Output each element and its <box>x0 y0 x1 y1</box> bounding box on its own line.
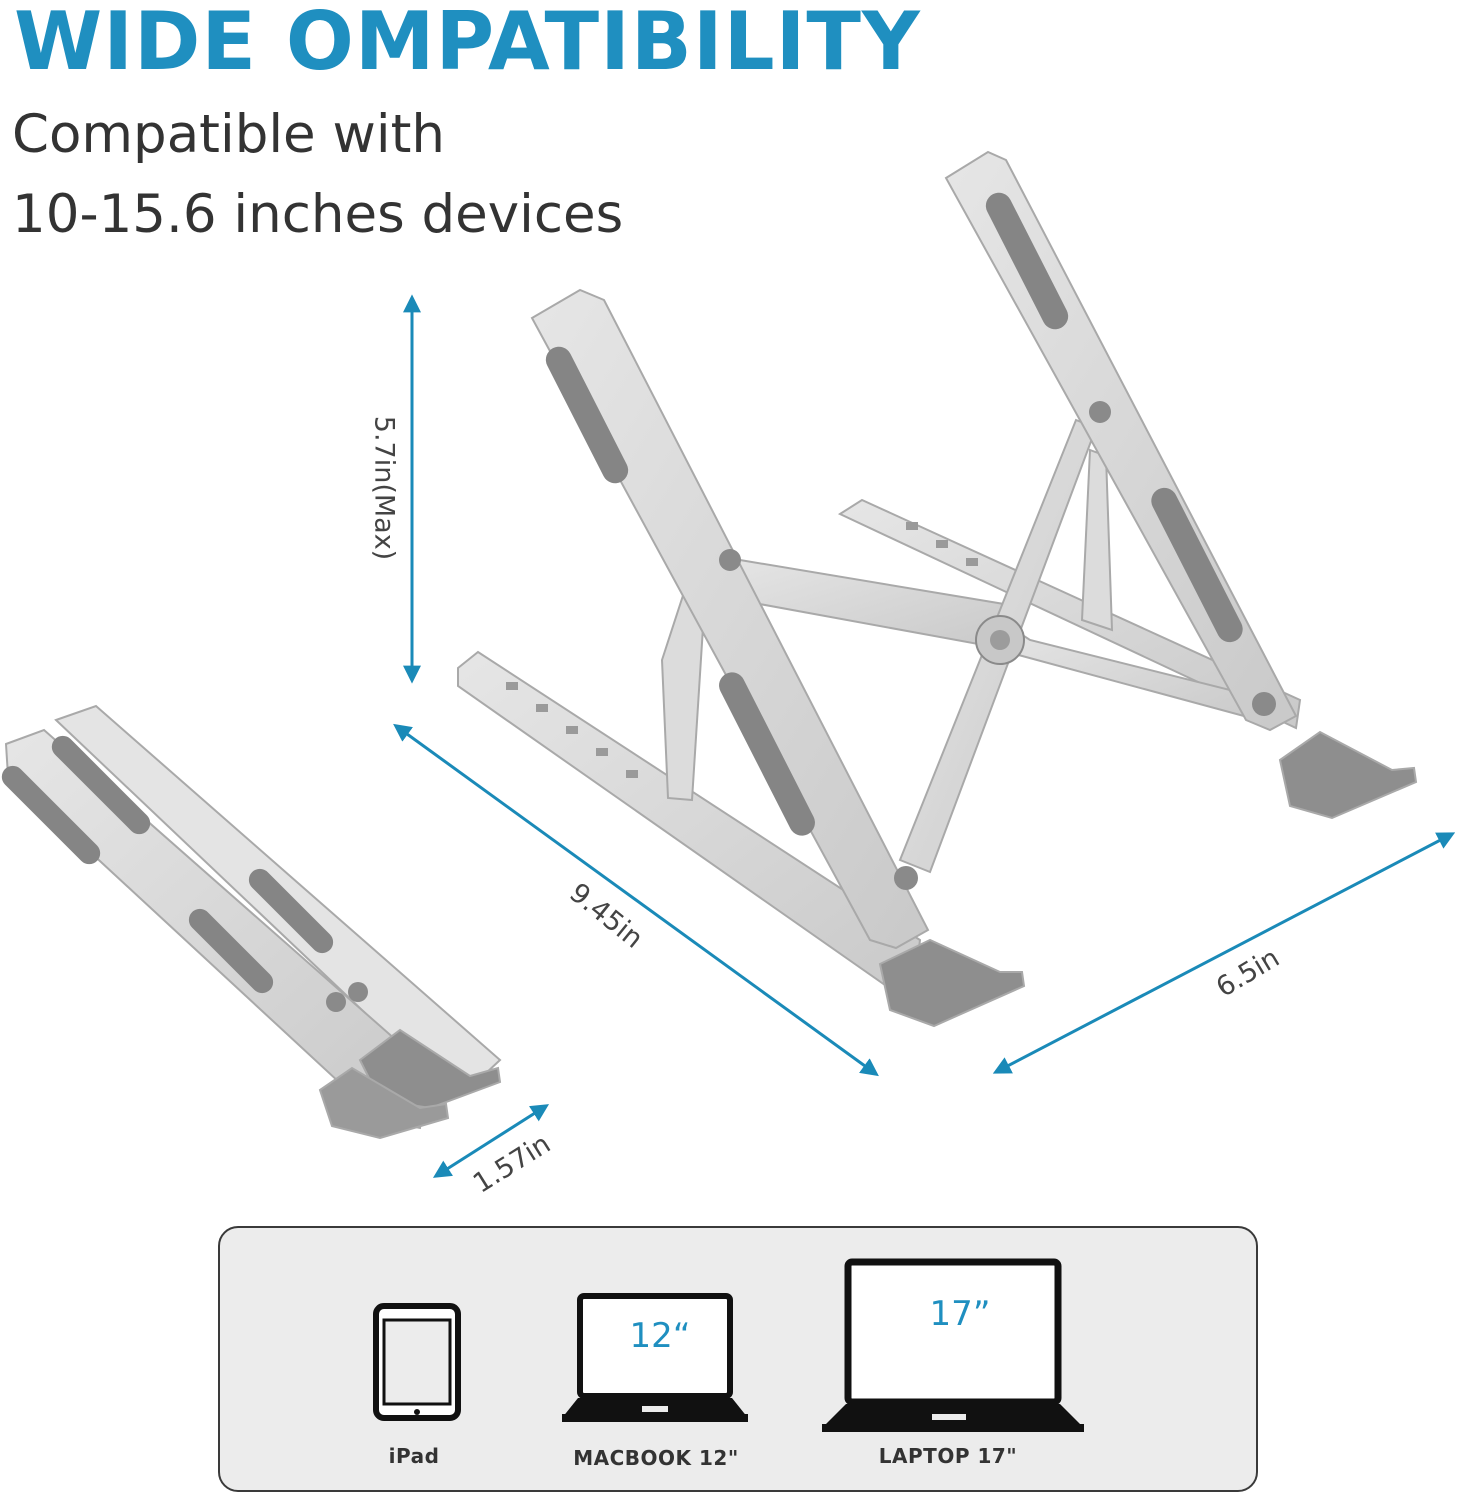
back-foot-pad <box>1278 730 1418 820</box>
folded-stand <box>1 704 502 1140</box>
depth-arrow <box>992 832 1456 1074</box>
subtitle-line-1: Compatible with <box>12 104 445 165</box>
macbook-screen-size: 12“ <box>629 1316 691 1356</box>
device-label-macbook: MACBOOK 12" <box>573 1446 739 1470</box>
thickness-arrow <box>432 1104 550 1178</box>
dimension-arrows <box>393 294 1456 1178</box>
height-dimension-label: 5.7in(Max) <box>368 415 400 561</box>
back-base-rail <box>837 498 1302 730</box>
folded-pads <box>1 735 334 994</box>
headline: WIDE OMPATIBILITY <box>14 0 921 88</box>
subtitle-line-2: 10-15.6 inches devices <box>12 184 624 245</box>
hinge-screws <box>719 401 1276 890</box>
folded-foot-pad-2 <box>318 1066 450 1140</box>
front-upright <box>530 288 930 950</box>
device-label-laptop: LAPTOP 17" <box>878 1444 1018 1468</box>
front-foot-pad <box>878 938 1026 1028</box>
length-arrow <box>393 723 879 1077</box>
device-compatibility-panel: 12“ 17” iPad MACBOOK 12" LAPTOP 17" <box>218 1226 1258 1492</box>
product-illustration <box>1 150 1456 1178</box>
device-icons <box>373 1258 1084 1432</box>
device-label-ipad: iPad <box>388 1444 440 1468</box>
laptop-screen-size: 17” <box>929 1294 991 1334</box>
laptop-icon <box>822 1258 1084 1432</box>
laptop-icon <box>562 1293 748 1422</box>
open-stand <box>457 150 1418 1028</box>
back-support-leg <box>1080 448 1114 632</box>
rubber-pads <box>545 192 1243 836</box>
base-holes <box>506 522 978 778</box>
tablet-icon <box>373 1303 461 1421</box>
